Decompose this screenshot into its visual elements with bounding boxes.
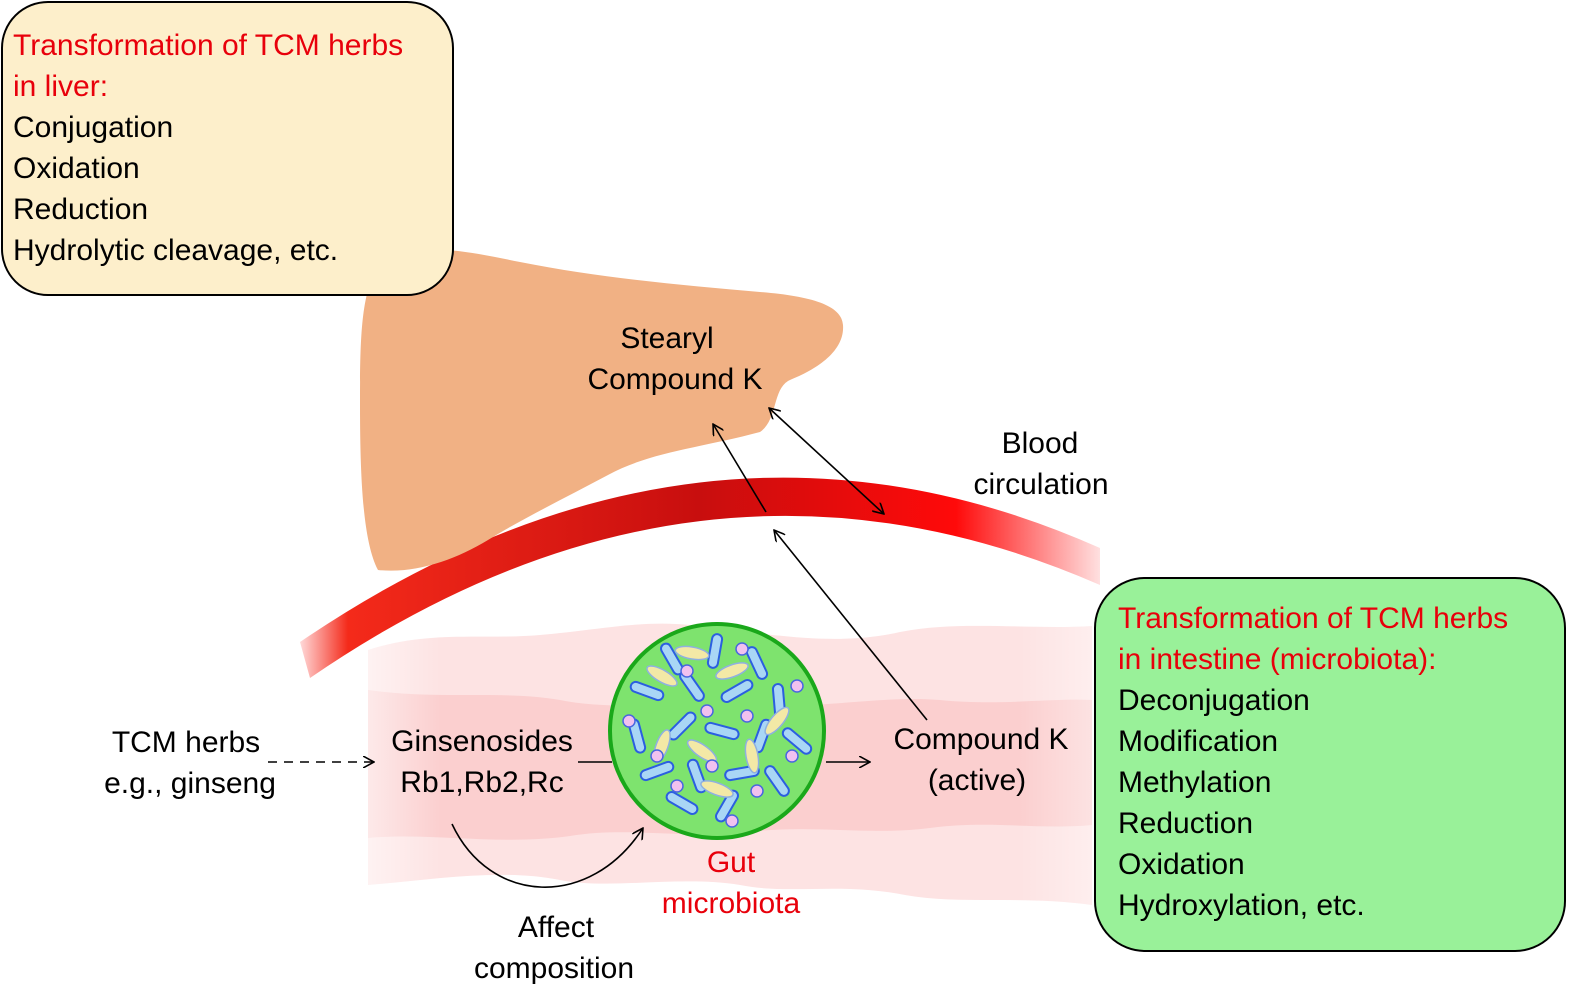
bacterium-coccus-icon bbox=[622, 714, 636, 728]
bacterium-oval-icon bbox=[700, 780, 734, 798]
bacterium-coccus-icon bbox=[700, 704, 714, 718]
bacterium-oval-icon bbox=[744, 738, 760, 774]
blood-vessel bbox=[300, 477, 1100, 678]
liver-box-item: Reduction bbox=[13, 193, 148, 226]
liver-blood-exchange-arrow bbox=[769, 408, 884, 514]
intestine-box-item: Modification bbox=[1118, 725, 1278, 758]
blood-label-line2: circulation bbox=[973, 468, 1108, 501]
bacterium-rod-icon bbox=[665, 791, 699, 815]
bacterium-oval-icon bbox=[764, 706, 790, 736]
bacterium-coccus-icon bbox=[680, 664, 694, 678]
bacterium-oval-icon bbox=[715, 662, 749, 680]
affect-label-line1: Affect bbox=[518, 911, 595, 944]
blood-label-line1: Blood bbox=[1002, 427, 1079, 460]
intestine-transformation-box bbox=[1094, 577, 1566, 952]
intestine-box-item: Oxidation bbox=[1118, 848, 1245, 881]
compound-k-to-blood-arrow bbox=[774, 530, 928, 721]
bacterium-coccus-icon bbox=[790, 679, 804, 693]
compound-k-label-line1: Compound K bbox=[893, 723, 1068, 756]
intestine-box-title-line2: in intestine (microbiota): bbox=[1118, 643, 1436, 676]
bacterium-rod-icon bbox=[764, 765, 790, 797]
liver-box-item: Conjugation bbox=[13, 111, 173, 144]
microbiota-label-line1: Gut bbox=[707, 846, 756, 879]
bacterium-rod-icon bbox=[715, 789, 739, 823]
ginsenosides-label-line1: Ginsenosides bbox=[391, 725, 573, 758]
bacterium-coccus-icon bbox=[750, 784, 764, 798]
bacterium-coccus-icon bbox=[650, 749, 664, 763]
affect-label-line2: composition bbox=[474, 952, 634, 985]
intestine-box-item: Deconjugation bbox=[1118, 684, 1310, 717]
herbs-label-line1: TCM herbs bbox=[112, 726, 260, 759]
bacterium-coccus-icon bbox=[740, 709, 754, 723]
bacterium-coccus-icon bbox=[785, 749, 799, 763]
bacterium-rod-icon bbox=[704, 721, 740, 741]
gut-microbiota-circle bbox=[608, 622, 826, 840]
bacterium-coccus-icon bbox=[735, 642, 749, 656]
intestine-box-item: Methylation bbox=[1118, 766, 1271, 799]
liver-label-line1: Stearyl bbox=[620, 322, 713, 355]
intestine-box-item: Hydroxylation, etc. bbox=[1118, 889, 1365, 922]
liver-transformation-box bbox=[1, 1, 454, 296]
intestine-box-item: Reduction bbox=[1118, 807, 1253, 840]
bacterium-oval-icon bbox=[646, 665, 678, 687]
liver-shape bbox=[360, 249, 844, 571]
bacterium-coccus-icon bbox=[725, 814, 739, 828]
bacterium-rod-icon bbox=[781, 727, 813, 755]
microbiota-label-line2: microbiota bbox=[662, 887, 801, 920]
liver-box-item: Hydrolytic cleavage, etc. bbox=[13, 234, 338, 267]
compound-k-label-line2: (active) bbox=[928, 764, 1026, 797]
bacterium-rod-icon bbox=[629, 680, 665, 702]
bacterium-rod-icon bbox=[706, 633, 724, 669]
blood-to-liver-arrow bbox=[713, 424, 767, 513]
ginsenosides-label-line2: Rb1,Rb2,Rc bbox=[400, 766, 563, 799]
liver-box-title-line1: Transformation of TCM herbs bbox=[13, 29, 403, 62]
intestine-box-title-line1: Transformation of TCM herbs bbox=[1118, 602, 1508, 635]
bacterium-coccus-icon bbox=[705, 759, 719, 773]
affect-composition-arrow bbox=[451, 823, 643, 888]
bacterium-oval-icon bbox=[674, 645, 710, 661]
bacterium-rod-icon bbox=[639, 760, 675, 782]
liver-box-title-line2: in liver: bbox=[13, 70, 108, 103]
bacterium-rod-icon bbox=[745, 646, 769, 680]
bacterium-rod-icon bbox=[720, 679, 754, 703]
herbs-label-line2: e.g., ginseng bbox=[104, 767, 276, 800]
liver-label-line2: Compound K bbox=[587, 363, 762, 396]
liver-box-item: Oxidation bbox=[13, 152, 140, 185]
bacterium-coccus-icon bbox=[670, 779, 684, 793]
